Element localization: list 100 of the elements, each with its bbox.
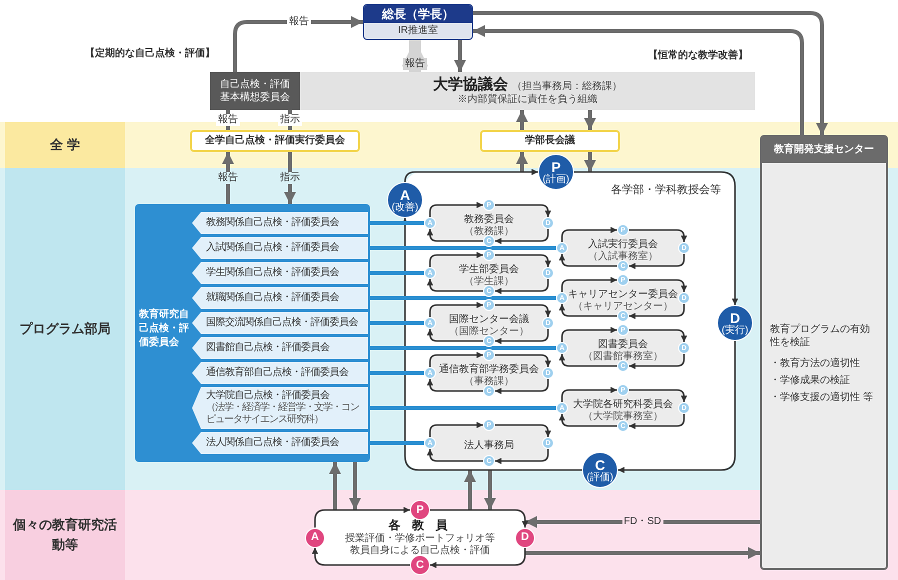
council-title: 大学協議会 [433, 76, 508, 94]
arrow [629, 329, 688, 342]
arrow [429, 202, 483, 217]
arrow [464, 470, 476, 510]
phase-label: (改善) [392, 202, 418, 212]
arrow [561, 276, 617, 292]
arrow [454, 40, 466, 72]
band-label: 全 学 [50, 136, 80, 154]
arrow [233, 16, 363, 72]
connector-line [368, 321, 424, 325]
arrow [429, 422, 483, 437]
arrow [495, 379, 549, 394]
title-label: 総長（学長） [364, 5, 472, 23]
arrow [561, 226, 617, 242]
phase-letter: C [416, 560, 424, 570]
council-box [300, 72, 755, 110]
arrow [426, 329, 483, 342]
phase-label: (計画) [542, 174, 570, 184]
arrow [222, 152, 234, 204]
committee-panel [135, 204, 370, 462]
committee-tag [192, 337, 368, 359]
arrow [574, 171, 738, 305]
committee-subtext: （法学・経済学・経営学・文学・コンピュータサイエンス研究科） [206, 402, 360, 426]
edge-label: 報告 [216, 114, 240, 126]
bullet-item: ・学修支援の適切性 等 [770, 391, 874, 404]
bullet-item: ・教育方法の適切性 [770, 357, 861, 370]
center-panel [760, 135, 888, 570]
arrow [629, 414, 685, 430]
phase-letter: A [311, 532, 319, 543]
committee-tag [192, 212, 368, 234]
edge-label: 指示 [278, 114, 302, 126]
arrow [584, 110, 596, 130]
band-header [5, 490, 125, 580]
arrow [473, 11, 828, 135]
office-label: （学生課） [464, 276, 514, 288]
arrow [426, 229, 483, 242]
committee-tag [192, 262, 368, 284]
arrow [312, 548, 410, 566]
committee-box [210, 72, 300, 110]
arrow [426, 279, 483, 292]
arrow [629, 389, 688, 402]
connector-line [368, 246, 556, 250]
arrow [495, 204, 552, 217]
committee-label: 自己点検・評価基本構想委員会 [219, 78, 291, 104]
edge-label: 報告 [216, 172, 240, 184]
connector-line [368, 346, 556, 350]
arrow [495, 329, 549, 344]
phase-letter: C [594, 458, 606, 472]
arrow [430, 548, 526, 568]
office-label: IR推進室 [397, 24, 439, 38]
arrow [516, 110, 528, 130]
president-box [363, 4, 473, 40]
arrow [516, 152, 528, 172]
connector-line [368, 441, 424, 445]
connector-line [368, 406, 556, 410]
arrow [629, 304, 685, 320]
committee-label: 教務関係自己点検・評価委員会 [206, 217, 340, 229]
committee-box [190, 130, 360, 152]
band-header [5, 168, 125, 490]
arrow [629, 354, 685, 370]
arrow [429, 352, 483, 367]
arrow [430, 509, 528, 528]
committee-label: 法人関係自己点検・評価委員会 [206, 437, 340, 449]
connector-line [368, 271, 424, 275]
committee-label: 図書館自己点検・評価委員会 [206, 342, 330, 354]
connector-line [368, 296, 556, 300]
committee-tag [192, 287, 368, 309]
arrow [402, 218, 582, 471]
committee-label: 国際交流関係自己点検・評価委員会 [206, 317, 359, 329]
activity-note: 教員自身による自己点検・評価 [350, 545, 490, 557]
phase-label: (実行) [722, 324, 748, 336]
committee-label: キャリアセンター委員会 [568, 288, 678, 300]
committee-tag [192, 237, 368, 259]
arrow [426, 449, 483, 462]
committee-label: 学部長会議 [525, 135, 575, 147]
office-label: （国際センター） [449, 326, 529, 338]
committee-label: 教務委員会 [464, 214, 514, 226]
center-title: 教育開発支援センター [762, 137, 886, 163]
committee-label: 通信教育部学務委員会 [439, 364, 539, 376]
committee-label: 学生部委員会 [459, 264, 519, 276]
committee-label: 通信教育部自己点検・評価委員会 [206, 367, 350, 379]
role-title: 各 教 員 [388, 518, 452, 533]
committee-label: 図書委員会 [598, 338, 648, 350]
band-header [5, 122, 125, 168]
phase-letter: D [730, 310, 740, 324]
arrow [495, 279, 549, 294]
note-label: 【恒常的な教学改善】 [648, 48, 748, 63]
arrow [429, 252, 483, 267]
committee-box [480, 130, 620, 152]
band-label: 個々の教育研究活動等 [13, 516, 117, 554]
committee-label: 入試実行委員会 [588, 238, 658, 250]
panel-title: 教育研究自己点検・評価委員会 [139, 308, 190, 350]
committee-label: 国際センター会議 [449, 314, 529, 326]
arrow [558, 254, 617, 267]
arrow [558, 304, 617, 317]
office-label: （大学院事務室） [583, 410, 663, 422]
edge-label: 指示 [278, 172, 302, 184]
arrow [584, 152, 596, 172]
committee-label: 就職関係自己点検・評価委員会 [206, 292, 340, 304]
edge-label: 報告 [403, 58, 427, 70]
